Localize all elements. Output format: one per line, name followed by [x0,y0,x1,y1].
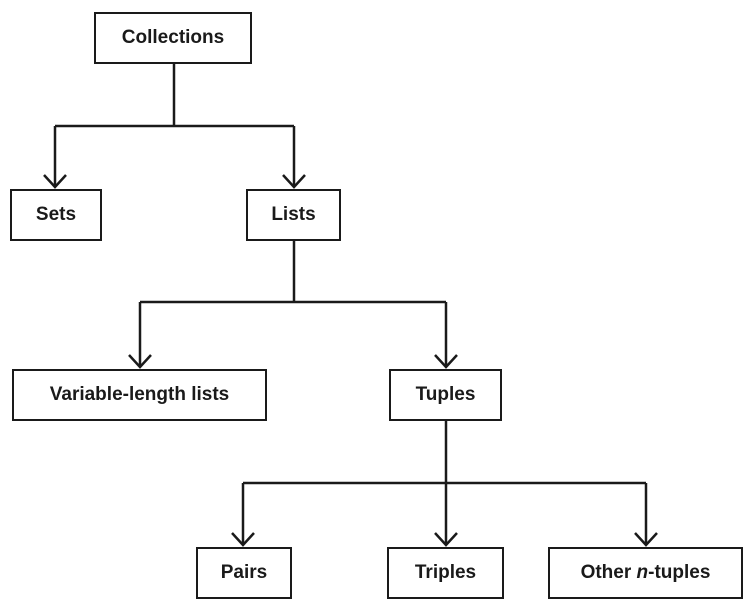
node-other-n-tuples-italic: n [636,562,649,583]
arrowhead-tuples [434,354,458,369]
node-collections-label: Collections [121,27,225,48]
arrowhead-ntuples [634,532,658,547]
node-pairs-label: Pairs [220,562,268,583]
node-tuples: Tuples [389,369,502,421]
node-variable-length-lists: Variable-length lists [12,369,267,421]
node-lists-label: Lists [271,204,316,225]
node-other-n-tuples: Other n-tuples [548,547,743,599]
node-variable-length-lists-label: Variable-length lists [49,384,230,405]
node-pairs: Pairs [196,547,292,599]
node-tuples-label: Tuples [415,384,476,405]
arrowhead-sets [43,174,67,189]
arrowhead-pairs [231,532,255,547]
node-sets: Sets [10,189,102,241]
arrowhead-lists [282,174,306,189]
node-other-n-tuples-suffix: -tuples [648,562,711,583]
arrowhead-triples [434,532,458,547]
node-collections: Collections [94,12,252,64]
node-triples: Triples [387,547,504,599]
node-other-n-tuples-prefix: Other [580,562,637,583]
arrowhead-varlists [128,354,152,369]
node-triples-label: Triples [414,562,477,583]
node-lists: Lists [246,189,341,241]
node-sets-label: Sets [35,204,77,225]
